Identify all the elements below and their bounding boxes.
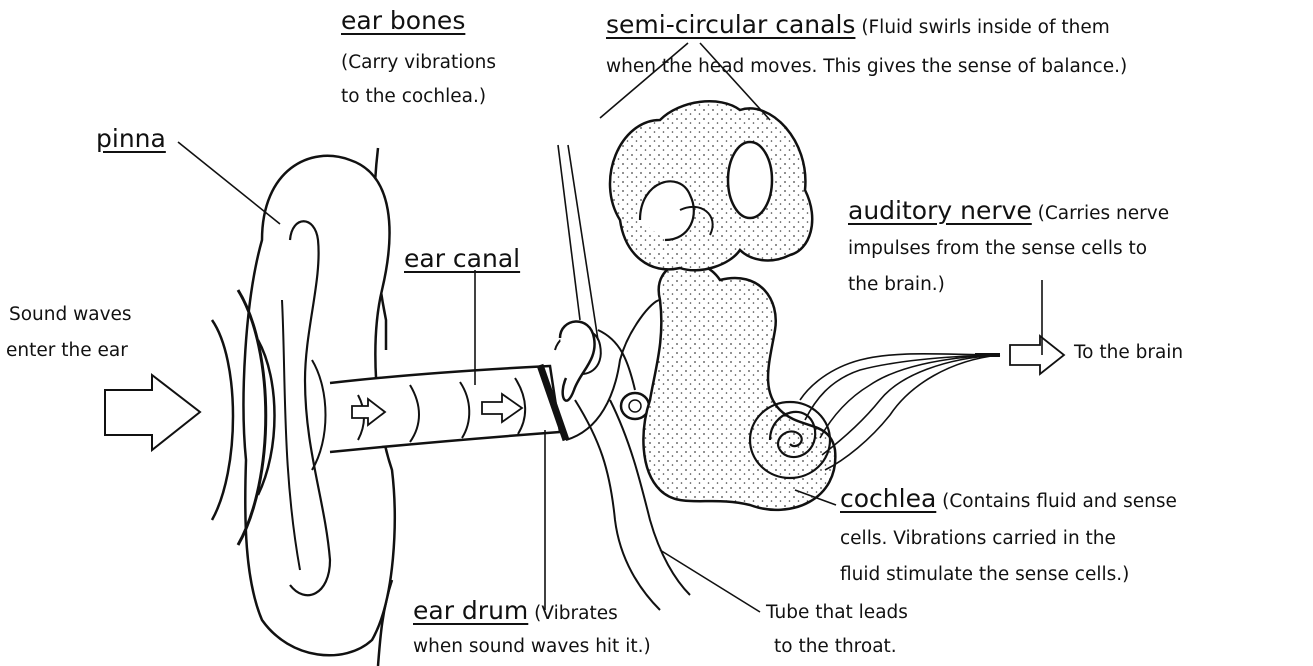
label-sound-waves-1: Sound waves (9, 300, 132, 330)
note-ear-drum-2: when sound waves hit it.) (413, 632, 651, 662)
note-ear-bones-1: (Carry vibrations (341, 48, 496, 78)
note-auditory-nerve-3: the brain.) (848, 270, 945, 300)
note-semicircular-2: when the head moves. This gives the sens… (606, 52, 1127, 82)
inner-ear-body (643, 263, 835, 510)
label-cochlea: cochlea (Contains fluid and sense (840, 484, 1177, 517)
label-ear-canal: ear canal (404, 244, 520, 276)
label-throat-tube-1: Tube that leads (766, 598, 908, 628)
label-semicircular-canals: semi-circular canals (Fluid swirls insid… (606, 10, 1110, 43)
label-pinna: pinna (96, 124, 166, 156)
note-cochlea-3: fluid stimulate the sense cells.) (840, 560, 1129, 590)
label-auditory-nerve: auditory nerve (Carries nerve (848, 196, 1169, 229)
note-cochlea-2: cells. Vibrations carried in the (840, 524, 1116, 554)
label-sound-waves-2: enter the ear (6, 336, 128, 366)
note-ear-bones-2: to the cochlea.) (341, 82, 486, 112)
label-ear-bones: ear bones (341, 6, 465, 38)
label-throat-tube-2: to the throat. (774, 632, 897, 662)
label-ear-drum: ear drum (Vibrates (413, 596, 618, 629)
ear-bones (560, 321, 595, 400)
note-auditory-nerve-2: impulses from the sense cells to (848, 234, 1147, 264)
to-brain-arrow (1010, 336, 1064, 374)
label-to-the-brain: To the brain (1074, 338, 1183, 368)
semicircular-canals (610, 101, 812, 270)
sound-arrow (105, 375, 200, 450)
